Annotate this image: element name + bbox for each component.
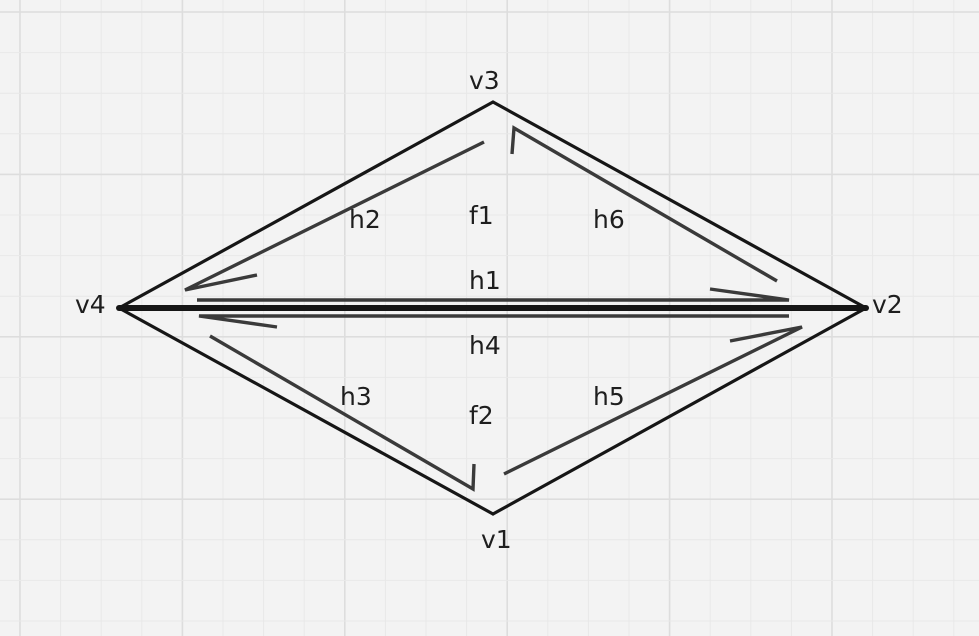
edge-v1-v4	[117, 306, 495, 516]
half-edge-label-h3: h3	[340, 382, 372, 411]
half-edges	[184, 125, 803, 492]
half-edge-label-h1: h1	[469, 266, 501, 295]
half-edge-h3-arrow	[209, 334, 476, 492]
edge-v4-v3	[117, 100, 495, 310]
edge-v2-v1	[491, 306, 868, 516]
vertex-label-v1: v1	[481, 525, 512, 554]
vertex-labels: v3 v2 v4 v1	[75, 66, 903, 554]
face-label-f1: f1	[469, 201, 494, 230]
half-edge-h2-arrow	[184, 140, 485, 292]
face-label-f2: f2	[469, 401, 494, 430]
half-edge-h5-arrow	[503, 325, 803, 476]
vertex-label-v2: v2	[872, 290, 903, 319]
edges	[116, 100, 869, 516]
half-edge-label-h6: h6	[593, 205, 625, 234]
half-edge-labels: h2 h6 h1 h4 h3 h5	[340, 205, 625, 411]
half-edge-label-h5: h5	[593, 382, 625, 411]
vertex-label-v4: v4	[75, 290, 106, 319]
half-edge-h4-arrow	[198, 314, 789, 329]
half-edge-h6-arrow	[510, 125, 778, 283]
half-edge-label-h2: h2	[349, 205, 381, 234]
vertex-label-v3: v3	[469, 66, 500, 95]
edge-v3-v2	[491, 100, 868, 310]
half-edge-label-h4: h4	[469, 331, 501, 360]
face-labels: f1 f2	[469, 201, 494, 430]
half-edge-h1-arrow	[197, 287, 790, 302]
